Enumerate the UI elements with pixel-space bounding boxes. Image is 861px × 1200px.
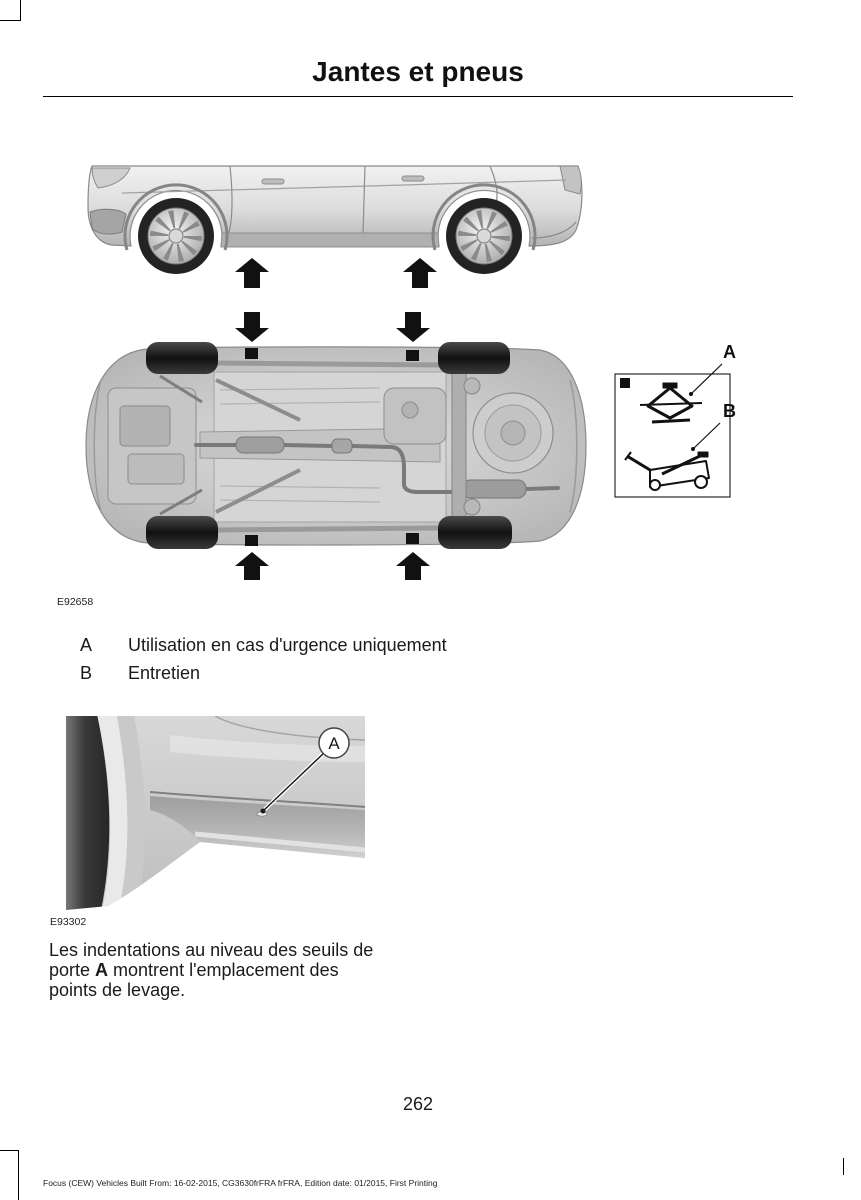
jack-inset: A B xyxy=(615,342,736,497)
crop-mark xyxy=(0,1150,19,1151)
inset-marker-square xyxy=(620,378,630,388)
lift-arrow-up-icon xyxy=(396,552,430,580)
car-underbody-view xyxy=(86,342,586,549)
front-wheel xyxy=(138,198,214,274)
callout-dot xyxy=(261,809,266,814)
front-muffler xyxy=(236,437,284,453)
tire-rear-lower xyxy=(438,516,512,549)
rear-wheel xyxy=(446,198,522,274)
callout-b-label: B xyxy=(723,401,736,421)
fuel-pump-cover xyxy=(402,402,418,418)
figure-code: E92658 xyxy=(57,596,93,608)
legend-key: B xyxy=(80,662,92,684)
lift-arrow-up-icon xyxy=(235,552,269,580)
crop-mark xyxy=(843,1158,844,1175)
car-side-view xyxy=(88,166,582,274)
lift-arrow-up-icon xyxy=(403,258,437,288)
tire-front-lower xyxy=(146,516,218,549)
rear-door-handle xyxy=(402,176,424,181)
lifting-point-marker xyxy=(245,348,258,359)
transmission xyxy=(128,454,184,484)
callout-label: A xyxy=(328,734,340,753)
spare-wheel-well xyxy=(473,393,553,473)
lifting-point-marker xyxy=(406,350,419,361)
front-grille xyxy=(90,209,126,234)
callout-a-dot xyxy=(689,392,693,396)
lift-arrow-down-icon xyxy=(396,312,430,342)
body-paragraph: Les indentations au niveau des seuils de… xyxy=(49,940,384,1000)
door-sill-photo: A xyxy=(60,705,370,915)
legend-key: A xyxy=(80,634,92,656)
callout-b-dot xyxy=(691,447,695,451)
legend-text: Entretien xyxy=(128,662,200,684)
lift-arrow-up-icon xyxy=(235,258,269,288)
page-title: Jantes et pneus xyxy=(43,55,793,89)
door-sill xyxy=(221,233,439,247)
rear-muffler xyxy=(462,480,526,498)
engine-block xyxy=(120,406,170,446)
callout-a-label: A xyxy=(723,342,736,362)
vehicle-lifting-points-diagram: A B xyxy=(0,140,861,600)
lifting-point-marker xyxy=(245,535,258,546)
sill-rail xyxy=(216,528,442,530)
lift-arrow-down-icon xyxy=(235,312,269,342)
tire-front-upper xyxy=(146,342,218,374)
page-number: 262 xyxy=(43,1093,793,1115)
tire-rear-upper xyxy=(438,342,510,374)
crop-mark xyxy=(18,1150,19,1200)
resonator xyxy=(332,439,352,453)
rear-spring xyxy=(464,378,480,394)
crop-mark xyxy=(0,20,21,21)
print-footer: Focus (CEW) Vehicles Built From: 16-02-2… xyxy=(43,1177,437,1189)
rear-spring xyxy=(464,499,480,515)
paragraph-bold-letter: A xyxy=(95,960,108,980)
crop-mark xyxy=(20,0,21,21)
header-rule xyxy=(43,96,793,97)
rear-twist-beam xyxy=(452,368,466,524)
front-door-handle xyxy=(262,179,284,184)
lifting-point-marker xyxy=(406,533,419,544)
legend-text: Utilisation en cas d'urgence uniquement xyxy=(128,634,447,656)
sill-rail xyxy=(216,363,442,365)
figure-code: E93302 xyxy=(50,916,86,928)
